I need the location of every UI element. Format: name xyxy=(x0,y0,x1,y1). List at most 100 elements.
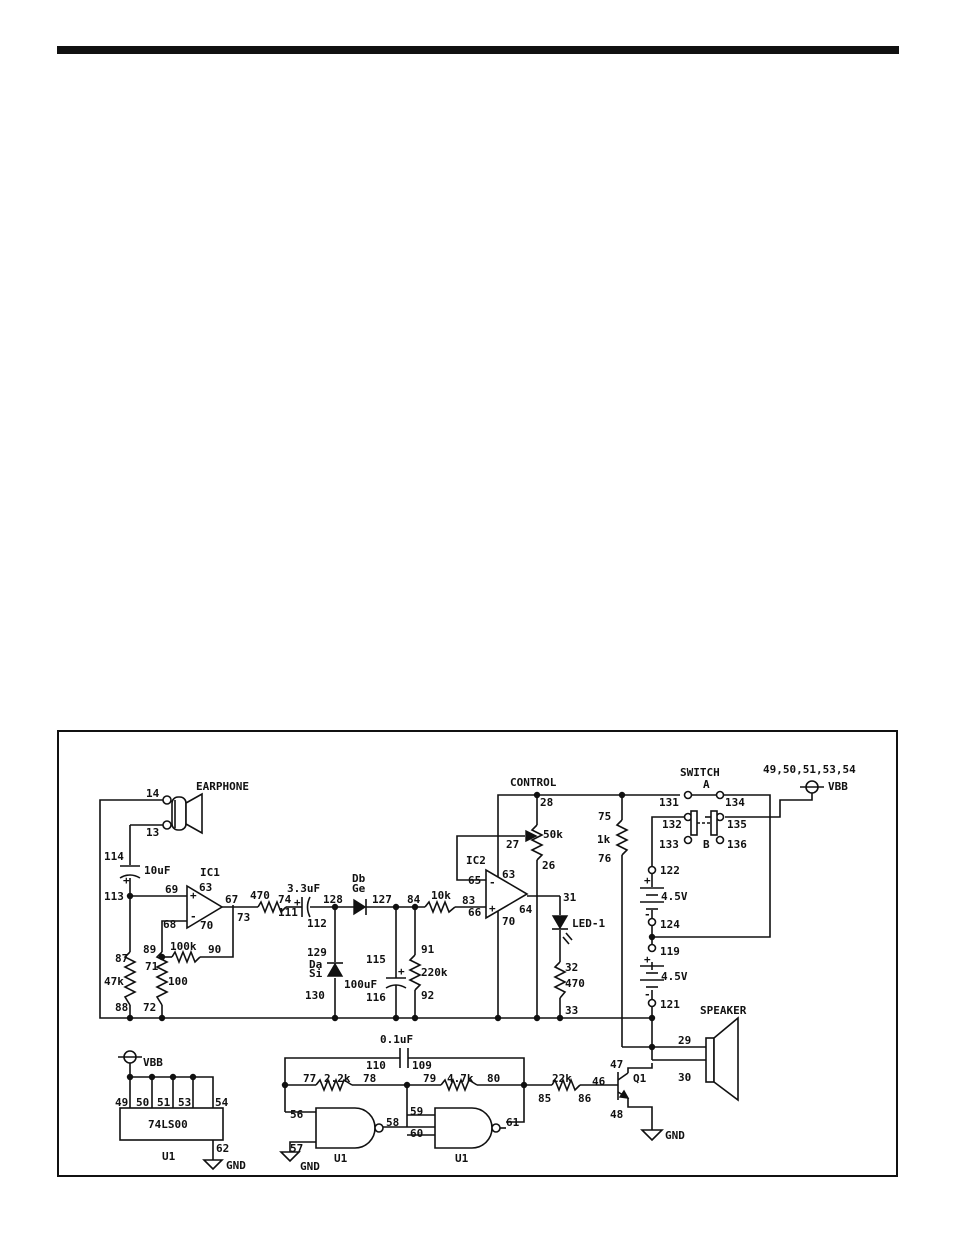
node-50: 50 xyxy=(136,1096,149,1109)
diode-da xyxy=(326,962,344,977)
op-amp-ic2 xyxy=(485,868,529,920)
node-72: 72 xyxy=(143,1001,156,1014)
label-u1-chip: U1 xyxy=(162,1150,176,1163)
label-r50k: 50k xyxy=(543,828,563,841)
node-75: 75 xyxy=(598,810,611,823)
label-ge: Ge xyxy=(352,882,366,895)
node-76: 76 xyxy=(598,852,612,865)
node-131: 131 xyxy=(659,796,679,809)
node-74: 74 xyxy=(278,893,292,906)
node-48: 48 xyxy=(610,1108,623,1121)
node-90: 90 xyxy=(208,943,221,956)
node-78: 78 xyxy=(363,1072,376,1085)
label-vbb-nodes: 49,50,51,53,54 xyxy=(763,763,856,776)
label-db: Db xyxy=(352,872,366,885)
label-control: CONTROL xyxy=(510,776,557,789)
node-54: 54 xyxy=(215,1096,229,1109)
label-r22k: 22k xyxy=(552,1072,572,1085)
node-87: 87 xyxy=(115,952,128,965)
label-c10-plus: + xyxy=(123,874,130,887)
label-bat1-plus: + xyxy=(644,874,651,887)
node-57: 57 xyxy=(290,1142,303,1155)
nand-gate-1 xyxy=(315,1107,384,1149)
node-124: 124 xyxy=(660,918,680,931)
node-130: 130 xyxy=(305,989,325,1002)
node-73: 73 xyxy=(237,911,250,924)
label-switch-a: A xyxy=(703,778,710,791)
node-28: 28 xyxy=(540,796,553,809)
label-q1: Q1 xyxy=(633,1072,647,1085)
label-ic1: IC1 xyxy=(200,866,220,879)
node-85: 85 xyxy=(538,1092,551,1105)
node-49: 49 xyxy=(115,1096,128,1109)
capacitor-0-1uf xyxy=(399,1048,409,1068)
capacitor-10uf xyxy=(119,865,141,879)
label-r2-2k: 2.2k xyxy=(324,1072,351,1085)
node-79: 79 xyxy=(423,1072,436,1085)
battery-1 xyxy=(640,865,664,927)
node-71: 71 xyxy=(145,960,159,973)
node-133: 133 xyxy=(659,838,679,851)
label-r220k: 220k xyxy=(421,966,448,979)
node-32: 32 xyxy=(565,961,578,974)
node-91: 91 xyxy=(421,943,435,956)
label-earphone: EARPHONE xyxy=(196,780,249,793)
label-r470-a: 470 xyxy=(250,889,270,902)
chip-74ls00 xyxy=(119,1107,224,1141)
label-100uf: 100uF xyxy=(344,978,377,991)
label-speaker: SPEAKER xyxy=(700,1004,747,1017)
vbb-terminal-left xyxy=(118,1050,142,1064)
node-127: 127 xyxy=(372,893,392,906)
node-86: 86 xyxy=(578,1092,592,1105)
node-59: 59 xyxy=(410,1105,423,1118)
label-r4-7k: 4.7k xyxy=(447,1072,474,1085)
label-chip: 74LS00 xyxy=(148,1118,188,1131)
label-si: Si xyxy=(309,967,323,980)
label-r100: 100 xyxy=(168,975,188,988)
op-amp-ic1 xyxy=(186,884,224,930)
gnd-symbols xyxy=(202,1129,664,1171)
node-33: 33 xyxy=(565,1004,578,1017)
label-vbb-left: VBB xyxy=(143,1056,163,1069)
node-70b: 70 xyxy=(502,915,515,928)
node-84: 84 xyxy=(407,893,421,906)
pot-wiper-arrow xyxy=(525,829,538,843)
node-51: 51 xyxy=(157,1096,171,1109)
node-62: 62 xyxy=(216,1142,229,1155)
node-92: 92 xyxy=(421,989,434,1002)
node-53: 53 xyxy=(178,1096,191,1109)
label-gnd-gate: GND xyxy=(300,1160,320,1173)
node-66: 66 xyxy=(468,906,482,919)
nand-gate-2 xyxy=(434,1107,506,1149)
node-65: 65 xyxy=(468,874,481,887)
node-47: 47 xyxy=(610,1058,623,1071)
label-ic2: IC2 xyxy=(466,854,486,867)
label-bat2-plus: + xyxy=(644,953,651,966)
label-da: Da xyxy=(309,958,322,971)
node-135: 135 xyxy=(727,818,747,831)
speaker-symbol xyxy=(705,1016,739,1102)
node-61: 61 xyxy=(506,1116,520,1129)
node-67: 67 xyxy=(225,893,238,906)
node-30: 30 xyxy=(678,1071,691,1084)
label-r47k: 47k xyxy=(104,975,124,988)
top-rule xyxy=(57,46,899,54)
node-70a: 70 xyxy=(200,919,213,932)
node-69: 69 xyxy=(165,883,178,896)
label-r10k: 10k xyxy=(431,889,451,902)
node-110: 110 xyxy=(366,1059,386,1072)
label-gnd-chip: GND xyxy=(226,1159,246,1172)
label-switch: SWITCH xyxy=(680,766,720,779)
node-88: 88 xyxy=(115,1001,128,1014)
node-114: 114 xyxy=(104,850,124,863)
node-116: 116 xyxy=(366,991,386,1004)
node-115: 115 xyxy=(366,953,386,966)
label-u1-gate2: U1 xyxy=(455,1152,469,1165)
label-bat1-v: 4.5V xyxy=(661,890,688,903)
label-bat1-minus: - xyxy=(644,908,651,921)
label-0-1uf: 0.1uF xyxy=(380,1033,413,1046)
transistor-arrow xyxy=(618,1089,630,1099)
label-r100k: 100k xyxy=(170,940,197,953)
label-bat2-v: 4.5V xyxy=(661,970,688,983)
